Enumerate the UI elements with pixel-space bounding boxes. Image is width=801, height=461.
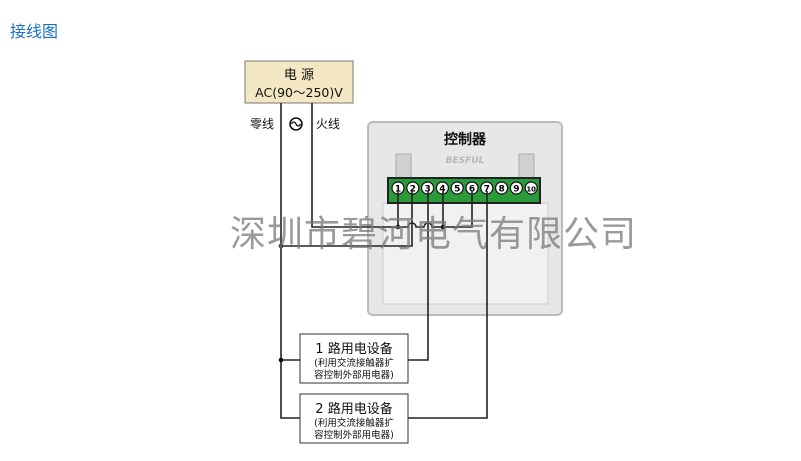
terminal-number: 6: [469, 185, 475, 195]
device-2-box: 2 路用电设备 (利用交流接触器扩 容控制外部用电器): [299, 393, 409, 444]
power-source-box: 电 源 AC(90～250)V: [244, 60, 354, 104]
controller-title: 控制器: [444, 131, 487, 148]
device-note: (利用交流接触器扩: [314, 417, 394, 429]
terminal-number: 3: [424, 185, 430, 195]
brand-logo: BESFUL: [446, 156, 485, 166]
terminal-9: 9: [509, 181, 524, 195]
device-note: (利用交流接触器扩: [314, 357, 394, 369]
wires: [280, 103, 488, 419]
ac-source-icon: [289, 117, 303, 131]
power-label: 电 源: [284, 68, 314, 83]
junction-dots: [278, 224, 446, 363]
device-title: 1 路用电设备: [315, 341, 392, 357]
terminal-number: 10: [526, 186, 536, 194]
terminal-number: 1: [395, 185, 401, 195]
terminal-8: 8: [495, 181, 509, 195]
terminal-10: 10: [524, 181, 538, 195]
terminal-number: 7: [484, 185, 490, 195]
terminal-number: 2: [410, 185, 416, 195]
terminal-number: 8: [498, 185, 504, 195]
power-voltage: AC(90～250)V: [255, 85, 343, 100]
terminal-number: 9: [513, 185, 519, 195]
live-label: 火线: [316, 117, 340, 131]
terminal-number: 5: [454, 185, 460, 195]
page-title: 接线图: [10, 22, 59, 41]
terminal-number: 4: [439, 185, 445, 195]
terminal-3: 3: [421, 181, 435, 195]
device-title: 2 路用电设备: [315, 401, 392, 417]
device-note: 容控制外部用电器): [314, 429, 394, 441]
device-1-box: 1 路用电设备 (利用交流接触器扩 容控制外部用电器): [299, 333, 409, 384]
device-note: 容控制外部用电器): [314, 369, 394, 381]
watermark: 深圳市碧河电气有限公司: [230, 214, 638, 255]
terminal-5: 5: [450, 181, 464, 195]
neutral-label: 零线: [250, 117, 274, 131]
